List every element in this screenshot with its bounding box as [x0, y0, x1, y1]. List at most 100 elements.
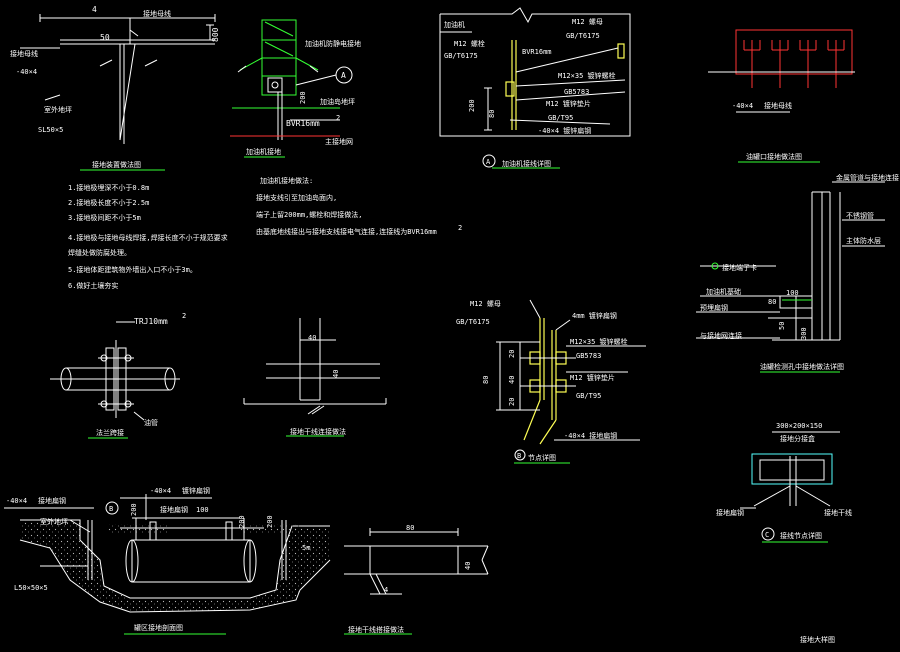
note-line: 2.接地极长度不小于2.5m [68, 198, 149, 207]
note-line: 3.接地极间距不小于5m [68, 213, 141, 222]
label-m12-bolt-left: M12 螺栓 [454, 39, 485, 48]
label-gb6175-right: GB/T6175 [566, 32, 600, 40]
dim-80: 80 [488, 110, 496, 118]
caption-tank-section: 罐区接地剖面图 [134, 623, 183, 632]
caption-junction: 接线节点详图 [780, 531, 822, 540]
dim-20-bottom: 20 [508, 398, 516, 406]
label-flatbar: -40×4 镀锌扁钢 [538, 126, 591, 135]
detail-tank-port-grounding: -40×4 接地母线 油罐口接地做法图 [708, 29, 855, 163]
label-m12-nut: M12 螺母 [470, 299, 501, 308]
dim-80: 80 [768, 298, 776, 306]
dim-4: 4 [384, 586, 388, 594]
label-ground-trunk: 接地干线 [824, 508, 852, 517]
label-m12-washer: M12 镀锌垫片 [546, 99, 591, 108]
label-dispenser-base: 加油机基础 [706, 287, 741, 296]
stray-mark: 2 [458, 224, 462, 232]
label-galv-flatbar: 镀锌扁钢 [182, 486, 210, 495]
dim-80: 80 [482, 376, 490, 384]
detail-flange-jumper: TRJ10mm 2 油管 法兰跨接 [50, 312, 186, 439]
label-bvr-cable: BVR16mm [286, 119, 320, 128]
dim-50: 50 [778, 322, 786, 330]
notes-dispenser: 加油机接地做法: 接地支线引至加油岛面内, 端子上留200mm,螺栓和焊接做法,… [256, 176, 437, 236]
label-gb6175-left: GB/T6175 [444, 52, 478, 60]
label-flatbar-left: -40×4 [6, 497, 27, 505]
callout-b: B [109, 505, 113, 513]
dim-80: 80 [406, 524, 414, 532]
caption-dispenser-grounding: 加油机接地 [246, 147, 281, 156]
label-m12x35-bolt: M12×35 镀锌螺栓 [558, 71, 616, 80]
detail-inspection-hole: 金属管道与接地连接 不锈钢管 主体防水层 接地端子卡 加油机基础 预埋扁钢 与接… [696, 173, 899, 373]
caption-tank-port: 油罐口接地做法图 [746, 152, 802, 161]
label-flatbar-mid: -40×4 [150, 487, 171, 495]
label-gb95: GB/T95 [576, 392, 601, 400]
caption-num-b: B [517, 452, 521, 460]
label-dispenser: 加油机 [444, 20, 465, 29]
dim-800: 800 [211, 27, 220, 42]
label-metal-pipe-connection: 金属管道与接地连接 [836, 173, 899, 182]
note-line: 5.接地体距建筑物外墙出入口不小于3m。 [68, 265, 197, 274]
note-line: 1.接地极埋深不小于0.8m [68, 183, 149, 192]
label-waterproof-layer: 主体防水层 [846, 236, 881, 245]
bottom-caption: 接地大样图 [800, 635, 835, 644]
label-gb95: GB/T95 [548, 114, 573, 122]
note-line: 加油机接地做法: [260, 176, 313, 185]
label-pipe: 油管 [144, 418, 158, 427]
detail-tank-section: -40×4 接地扁钢 室外地坪 L50×50×5 -40×4 镀锌扁钢 B 20… [4, 486, 331, 635]
note-line: 4.接地极与接地母线焊接,焊接长度不小于规范要求 [68, 233, 228, 242]
callout-a: A [341, 71, 346, 80]
dim-40: 40 [508, 376, 516, 384]
label-terminal-clip: 接地端子卡 [722, 263, 757, 272]
note-line: 接地支线引至加油岛面内, [256, 193, 337, 202]
label-busbar: 接地母线 [764, 101, 792, 110]
dim-50: 50 [100, 33, 110, 42]
caption-trunk-connection: 接地干线连接做法 [290, 427, 346, 436]
dim-200-right: 200 [238, 515, 246, 528]
detail-dispenser-wiring: 加油机 M12 螺栓 GB/T6175 M12 螺母 GB/T6175 BVR1… [439, 7, 631, 169]
label-ground-flatbar-mid: 接地扁钢 [160, 505, 188, 514]
label-flatbar-size: -40×4 [16, 68, 37, 76]
label-gb5783: GB5783 [564, 88, 589, 96]
note-line: 端子上留200mm,螺栓和焊接做法, [256, 210, 363, 219]
label-grounding-busbar: 接地母线 [10, 49, 38, 58]
label-4mm-flatbar: 4mm 镀锌扁钢 [572, 311, 617, 320]
dim-40: 40 [464, 562, 472, 570]
dim-100: 100 [786, 289, 799, 297]
label-outdoor-grade: 室外地坪 [44, 105, 72, 114]
dim-40-side: 40 [332, 370, 340, 378]
label-stainless-pipe: 不锈钢管 [846, 211, 874, 220]
label-m12-washer: M12 镀锌垫片 [570, 373, 615, 382]
label-grounding-busbar-top: 接地母线 [143, 9, 171, 18]
label-ground-flatbar: -40×4 接地扁钢 [564, 431, 617, 440]
label-junction-box: 接地分接盒 [780, 434, 815, 443]
label-angle-steel: SL50×5 [38, 126, 63, 134]
label-sup: 2 [182, 312, 186, 320]
dim-200: 200 [468, 99, 476, 112]
detail-node: M12 螺母 GB/T6175 4mm 镀锌扁钢 M12×35 镀锌螺栓 GB5… [456, 299, 646, 464]
label-sup-2: 2 [336, 114, 340, 122]
label-angle: L50×50×5 [14, 584, 48, 592]
caption-node: 节点详图 [528, 453, 556, 462]
note-line: 焊缝处做防腐处理。 [68, 248, 131, 257]
detail-trunk-connection: 40 40 接地干线连接做法 [243, 318, 387, 437]
label-outdoor-grade: 室外地坪 [40, 517, 68, 526]
caption-inspection-hole: 油罐检测孔中接地做法详图 [760, 362, 844, 371]
label-box-size: 300×200×150 [776, 422, 822, 430]
label-gb5783: GB5783 [576, 352, 601, 360]
label-embedded-flatbar: 预埋扁钢 [700, 303, 728, 312]
label-ground-flatbar: 接地扁钢 [716, 508, 744, 517]
label-connect-grid: 与接地网连接 [700, 331, 742, 340]
dim-5m: 5m [302, 544, 310, 552]
label-main-grid: 主接地网 [325, 137, 353, 146]
note-line: 由基底地线接出与接地支线接电气连接,连接线为BVR16mm [256, 227, 437, 236]
label-jumper-cable: TRJ10mm [134, 317, 168, 326]
label-flatbar: -40×4 [732, 102, 753, 110]
caption-flange-jumper: 法兰跨接 [96, 428, 124, 437]
label-island-floor: 加油岛地坪 [320, 97, 355, 106]
detail-trunk-lap: 80 40 4 接地干线搭接做法 [344, 524, 489, 635]
dim-200-far: 200 [266, 515, 274, 528]
caption-dispenser-wiring: 加油机接线详图 [502, 159, 551, 168]
dim-200-left: 200 [130, 503, 138, 516]
dim-300: 300 [800, 327, 808, 340]
label-ground-flatbar-left: 接地扁钢 [38, 496, 66, 505]
